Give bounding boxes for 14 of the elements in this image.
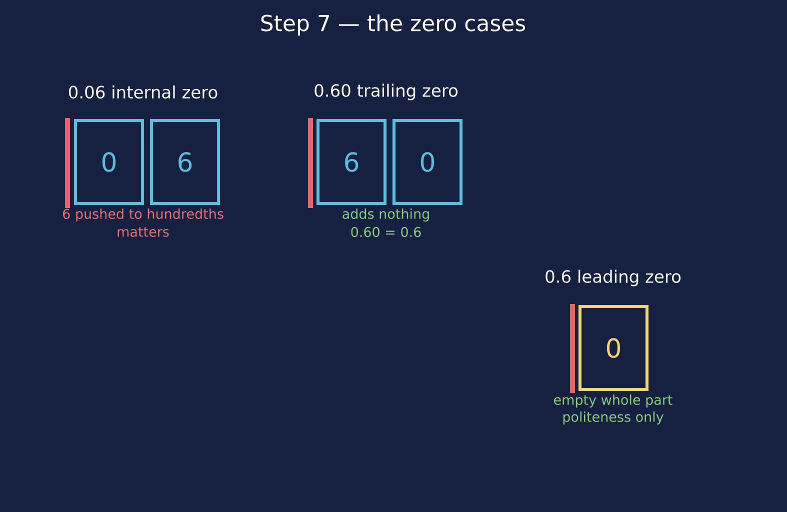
digit-box: 0 [392,119,462,205]
heading: 0.06 internal zero [68,85,218,99]
digit-box: 0 [74,119,144,205]
heading: 0.6 leading zero [546,270,681,286]
note: 6 pushed to hundredths [63,208,224,222]
title: Step 7 — the zero cases [261,14,526,36]
digit-box: 6 [150,119,220,205]
heading: 0.60 trailing zero [314,84,458,100]
note: 0.60 = 0.6 [351,226,421,238]
digit-box: 6 [316,119,386,205]
digit-box: 0 [578,305,648,391]
note: adds nothing [342,208,429,222]
note: matters [118,227,169,237]
note: politeness only [563,411,664,425]
